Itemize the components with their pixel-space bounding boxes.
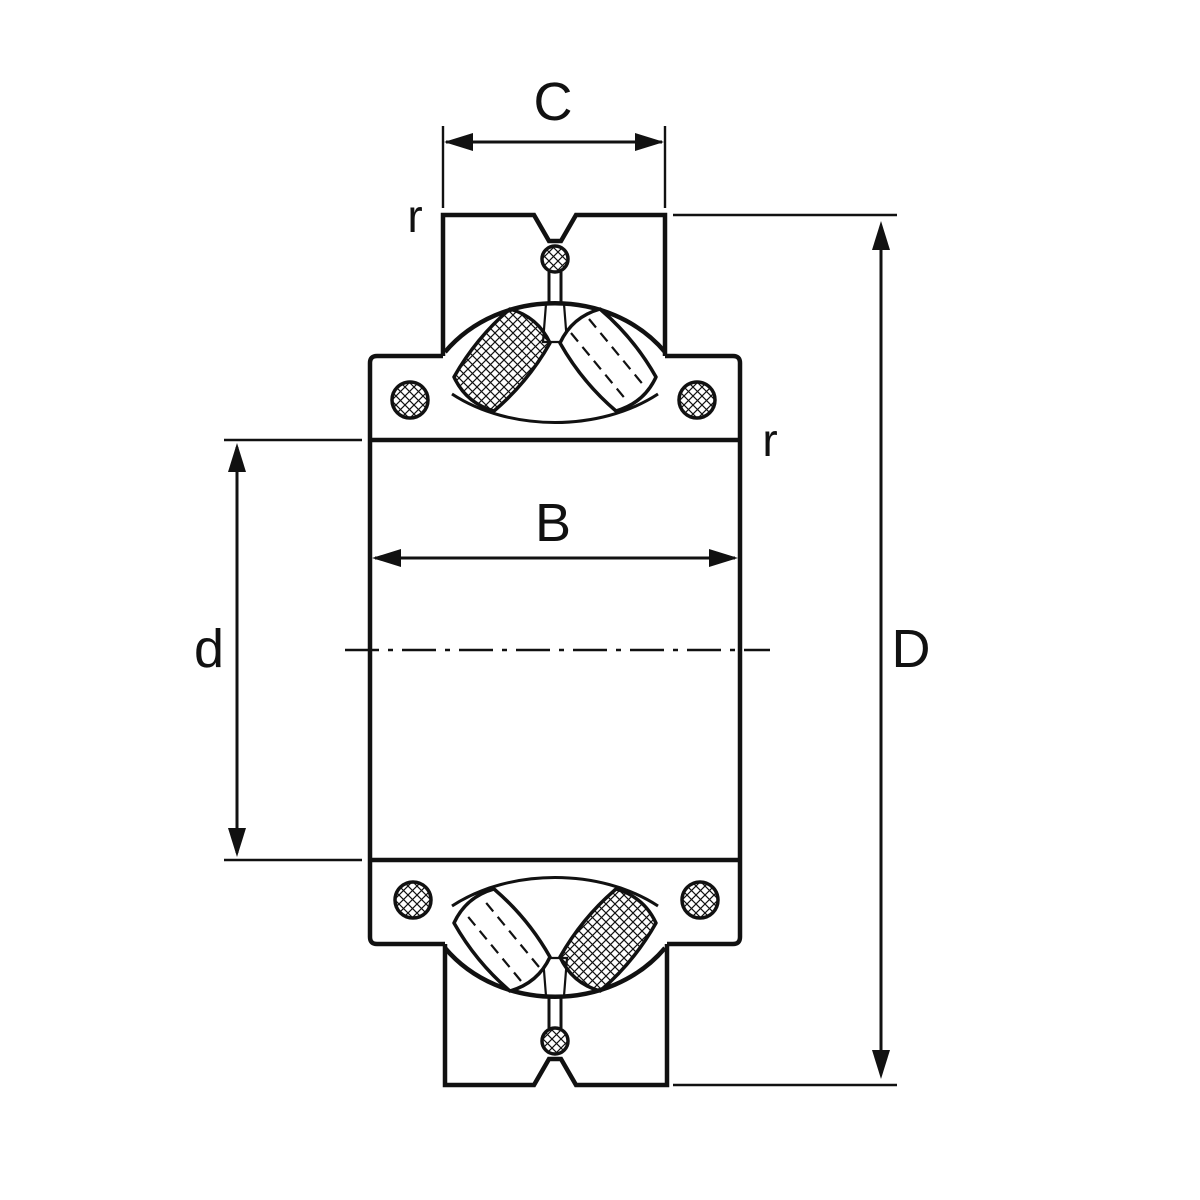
arrowhead-right (709, 549, 738, 567)
clamp-flange-right (665, 353, 743, 440)
outer-ring (440, 212, 668, 356)
arrowhead-right (635, 133, 664, 151)
label-d: d (194, 619, 224, 679)
label-r-top: r (407, 190, 422, 242)
clamp-flange-left (367, 353, 443, 440)
arrowhead-top (872, 221, 890, 250)
locating-screw-right (677, 380, 717, 420)
arrowhead-left (372, 549, 401, 567)
dimension-C: C (441, 72, 667, 208)
dimension-B: B (372, 493, 738, 567)
roller-section-hatched (452, 307, 552, 413)
inner-raceway-arc (451, 392, 659, 424)
bearing-half-section-mirrored (370, 860, 740, 1085)
bearing-half-section (367, 212, 743, 443)
label-r-side: r (762, 414, 777, 466)
label-B: B (535, 493, 571, 553)
roller-hidden-lines (570, 318, 646, 402)
dimension-D: D (673, 213, 931, 1087)
roller-outline (558, 307, 658, 413)
dimension-d: d (194, 438, 362, 862)
locating-screw-left (390, 380, 430, 420)
arrowhead-left (444, 133, 473, 151)
arrowhead-bottom (228, 828, 246, 857)
arrowhead-top (228, 443, 246, 472)
lube-fitting (540, 244, 570, 274)
arrowhead-bottom (872, 1050, 890, 1079)
lube-hole-bore (547, 272, 563, 303)
label-D: D (892, 619, 931, 679)
label-C: C (534, 72, 573, 132)
